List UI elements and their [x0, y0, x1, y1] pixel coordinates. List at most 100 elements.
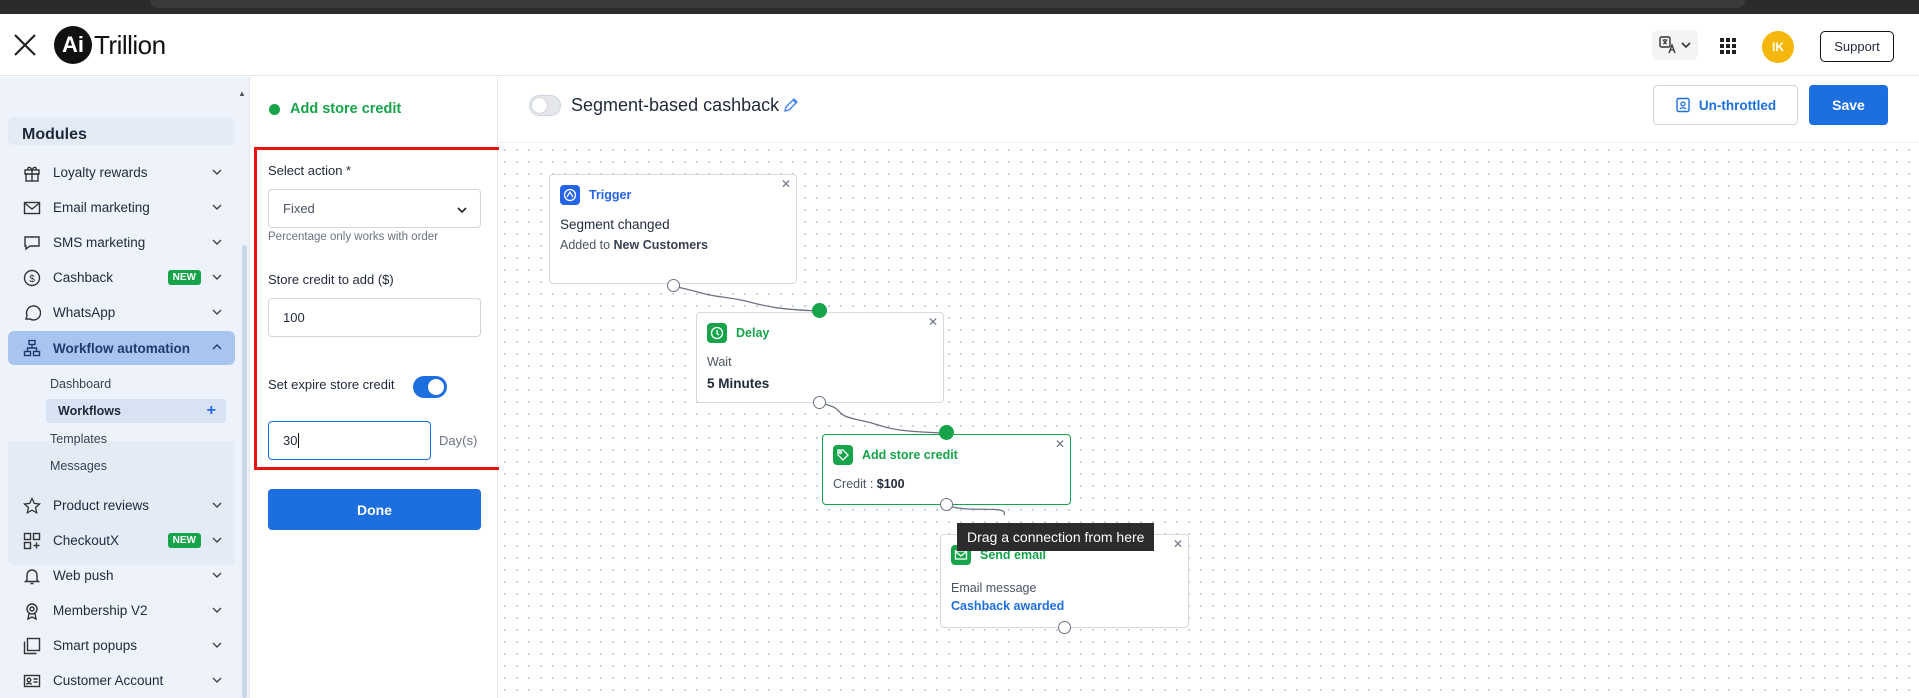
sidebar: ▲ Modules Loyalty rewards Email marketin…: [0, 77, 250, 698]
user-avatar[interactable]: IK: [1762, 31, 1794, 63]
submenu-item-messages[interactable]: Messages: [50, 459, 107, 473]
output-port[interactable]: [813, 396, 826, 409]
tag-icon: [833, 445, 853, 465]
support-button[interactable]: Support: [1820, 31, 1894, 62]
close-icon[interactable]: ✕: [780, 177, 791, 191]
sidebar-item-label: Customer Account: [53, 673, 164, 688]
mail-icon: [22, 198, 42, 218]
save-button[interactable]: Save: [1809, 85, 1888, 125]
panel-title-text: Add store credit: [290, 101, 402, 117]
submenu-item-workflows[interactable]: Workflows +: [46, 399, 226, 423]
sidebar-item-customer-account[interactable]: Customer Account: [8, 664, 235, 697]
close-icon[interactable]: ✕: [927, 315, 938, 329]
gift-icon: [22, 163, 42, 183]
sidebar-item-sms-marketing[interactable]: SMS marketing: [8, 226, 235, 259]
checkout-icon: [22, 531, 42, 551]
add-store-credit-node[interactable]: ✕ Add store credit Credit : $100: [822, 434, 1071, 505]
chevron-up-icon: [212, 344, 222, 350]
svg-text:$: $: [29, 274, 35, 285]
sidebar-item-workflow-automation[interactable]: Workflow automation: [8, 331, 235, 365]
clock-icon: [707, 323, 727, 343]
close-icon[interactable]: [12, 32, 38, 58]
node-title: Trigger: [589, 188, 632, 202]
apps-grid-icon[interactable]: [1718, 36, 1738, 56]
language-button[interactable]: [1652, 30, 1698, 60]
node-detail-prefix: Credit :: [833, 477, 874, 491]
expire-store-credit-toggle[interactable]: [413, 376, 447, 398]
close-icon[interactable]: ✕: [1054, 437, 1065, 451]
node-detail: 5 Minutes: [707, 376, 770, 391]
input-port[interactable]: [939, 425, 954, 440]
close-icon[interactable]: ✕: [1172, 537, 1183, 551]
sidebar-item-label: CheckoutX: [53, 533, 120, 548]
node-line: Email message: [951, 581, 1037, 595]
sidebar-item-web-push[interactable]: Web push: [8, 559, 235, 592]
chevron-down-icon: [212, 239, 222, 245]
submenu-item-templates[interactable]: Templates: [50, 432, 107, 446]
unthrottled-button[interactable]: Un-throttled: [1653, 85, 1798, 125]
modules-title: Modules: [22, 126, 87, 143]
select-action-value: Fixed: [283, 201, 315, 216]
expire-days-value: 30: [283, 433, 298, 448]
browser-strip: [0, 0, 1919, 14]
done-button[interactable]: Done: [268, 489, 481, 530]
chevron-down-icon: [212, 502, 222, 508]
workflow-enable-toggle[interactable]: [529, 95, 561, 116]
sidebar-item-label: Email marketing: [53, 200, 150, 215]
app-logo[interactable]: Ai Trillion: [54, 26, 166, 64]
sidebar-item-checkoutx[interactable]: CheckoutX NEW: [8, 524, 235, 557]
node-detail: Credit : $100: [833, 477, 905, 491]
unthrottled-label: Un-throttled: [1698, 97, 1777, 113]
chevron-down-icon: [212, 169, 222, 175]
sidebar-item-label: Workflow automation: [53, 340, 190, 356]
new-badge: NEW: [167, 270, 201, 285]
delay-node[interactable]: ✕ Delay Wait 5 Minutes: [696, 312, 944, 403]
translate-icon: [1659, 36, 1676, 54]
whatsapp-icon: [22, 303, 42, 323]
node-title: Delay: [736, 326, 770, 340]
sidebar-item-product-reviews[interactable]: Product reviews: [8, 489, 235, 522]
sidebar-item-whatsapp[interactable]: WhatsApp: [8, 296, 235, 329]
node-header: Delay: [707, 323, 769, 343]
expire-store-credit-label: Set expire store credit: [268, 377, 395, 392]
app-header: Ai Trillion IK Support: [0, 14, 1919, 76]
connector-credit-email: [945, 504, 1005, 516]
store-credit-input[interactable]: 100: [268, 298, 481, 337]
chevron-down-icon: [212, 642, 222, 648]
input-port[interactable]: [812, 303, 827, 318]
output-port[interactable]: [940, 498, 953, 511]
node-detail-link[interactable]: Cashback awarded: [951, 599, 1065, 613]
trigger-node[interactable]: ✕ Trigger Segment changed Added to New C…: [549, 174, 797, 284]
sidebar-item-cashback[interactable]: $ Cashback NEW: [8, 261, 235, 294]
workflow-canvas[interactable]: ✕ Trigger Segment changed Added to New C…: [499, 144, 1919, 698]
add-workflow-plus-icon[interactable]: +: [206, 402, 216, 419]
sidebar-item-smart-popups[interactable]: Smart popups: [8, 629, 235, 662]
node-detail-prefix: Added to: [560, 238, 611, 252]
dollar-circle-icon: $: [22, 268, 42, 288]
node-line: Segment changed: [560, 217, 670, 232]
sidebar-item-label: WhatsApp: [53, 305, 116, 320]
sidebar-scrollbar[interactable]: [242, 245, 247, 698]
sidebar-item-loyalty-rewards[interactable]: Loyalty rewards: [8, 156, 235, 189]
sidebar-item-label: Membership V2: [53, 603, 148, 618]
output-port[interactable]: [667, 279, 680, 292]
submenu-item-dashboard[interactable]: Dashboard: [50, 377, 112, 391]
throttle-icon: [1676, 97, 1690, 113]
chevron-down-icon: [212, 204, 222, 210]
node-detail-value: $100: [876, 477, 905, 491]
node-settings-panel: Add store credit Select action * Fixed P…: [251, 77, 504, 698]
expire-days-input[interactable]: 30: [268, 421, 431, 460]
output-port[interactable]: [1058, 621, 1071, 634]
logo-mark: Ai: [54, 26, 92, 64]
chevron-down-icon: [1681, 42, 1691, 49]
sidebar-item-email-marketing[interactable]: Email marketing: [8, 191, 235, 224]
select-action-label: Select action *: [268, 163, 352, 178]
chevron-down-icon: [457, 207, 467, 214]
scroll-up-arrow-icon[interactable]: ▲: [238, 89, 246, 98]
expire-days-unit: Day(s): [439, 433, 478, 448]
membership-icon: [22, 601, 42, 621]
select-action-dropdown[interactable]: Fixed: [268, 189, 481, 228]
sidebar-item-membership-v2[interactable]: Membership V2: [8, 594, 235, 627]
pencil-edit-icon[interactable]: [783, 97, 799, 113]
node-detail-value: New Customers: [613, 238, 709, 252]
